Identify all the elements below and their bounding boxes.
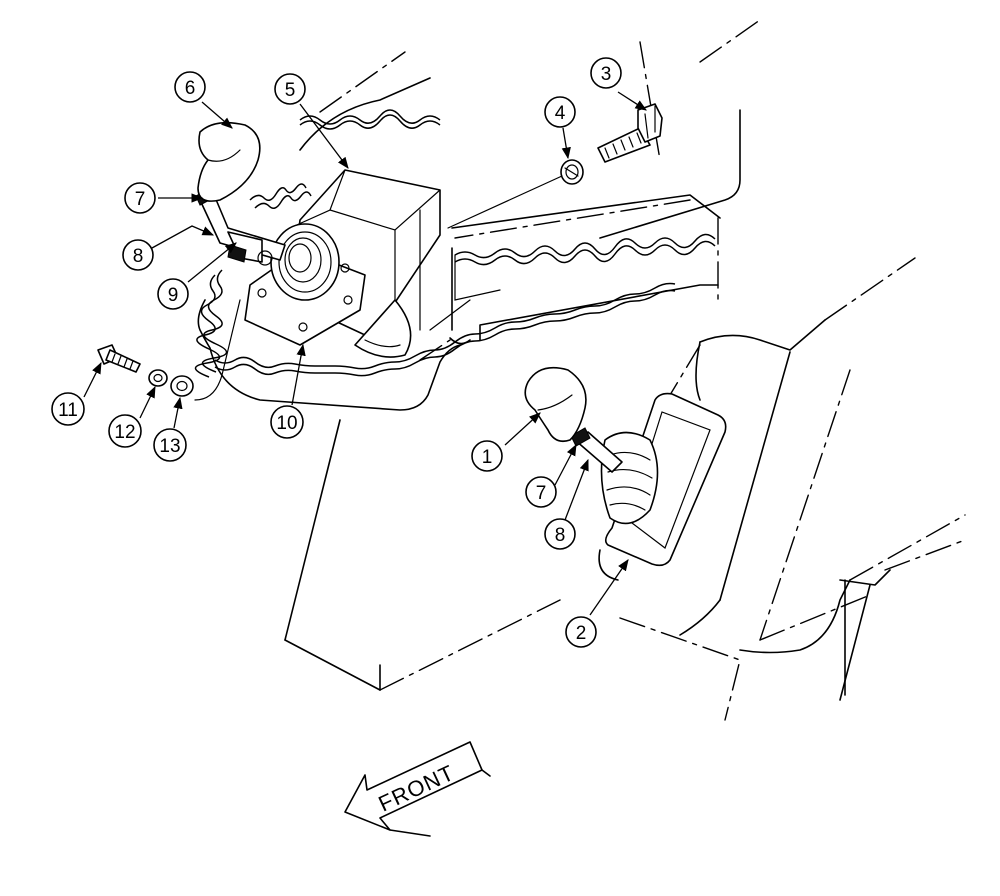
bolt-11 — [97, 344, 141, 373]
callout-7-right: 7 — [525, 476, 557, 508]
leader-lines — [83, 91, 647, 616]
boot-right — [600, 431, 659, 525]
svg-text:4: 4 — [555, 103, 566, 124]
callout-13: 13 — [153, 428, 187, 462]
callout-1: 1 — [471, 440, 503, 472]
callout-8-right: 8 — [544, 518, 576, 550]
svg-text:1: 1 — [482, 447, 493, 468]
callout-6: 6 — [174, 71, 206, 103]
svg-text:7: 7 — [536, 483, 547, 504]
svg-text:3: 3 — [601, 64, 612, 85]
svg-text:5: 5 — [285, 80, 296, 101]
svg-text:8: 8 — [555, 525, 566, 546]
boot-left — [270, 223, 340, 301]
svg-text:11: 11 — [58, 400, 78, 421]
fastener-axis-line-left — [194, 299, 241, 401]
callout-5: 5 — [274, 73, 306, 105]
washer-4 — [560, 159, 584, 185]
svg-text:9: 9 — [168, 285, 179, 306]
callout-11: 11 — [51, 392, 85, 426]
callout-4: 4 — [544, 96, 576, 128]
console-housing — [197, 19, 966, 721]
svg-text:12: 12 — [114, 422, 135, 443]
svg-text:7: 7 — [135, 189, 146, 210]
lever-right — [570, 427, 623, 473]
callout-12: 12 — [108, 414, 142, 448]
callout-3: 3 — [590, 57, 622, 89]
callout-9: 9 — [157, 278, 189, 310]
callout-2: 2 — [565, 616, 597, 648]
svg-text:2: 2 — [576, 623, 587, 644]
washer-13 — [170, 375, 194, 397]
fastener-axis-line — [447, 175, 563, 229]
front-direction-arrow: FRONT — [344, 741, 491, 837]
svg-text:8: 8 — [133, 246, 144, 267]
break-lines — [194, 109, 716, 378]
callout-8-left: 8 — [122, 239, 154, 271]
callout-7-left: 7 — [124, 182, 156, 214]
callout-10: 10 — [270, 405, 304, 439]
washer-12 — [148, 369, 168, 387]
bolt-3 — [597, 103, 663, 163]
knob-1 — [524, 366, 587, 443]
svg-text:13: 13 — [159, 436, 180, 457]
svg-text:10: 10 — [276, 413, 297, 434]
svg-text:6: 6 — [185, 78, 196, 99]
knob-6 — [197, 121, 261, 202]
